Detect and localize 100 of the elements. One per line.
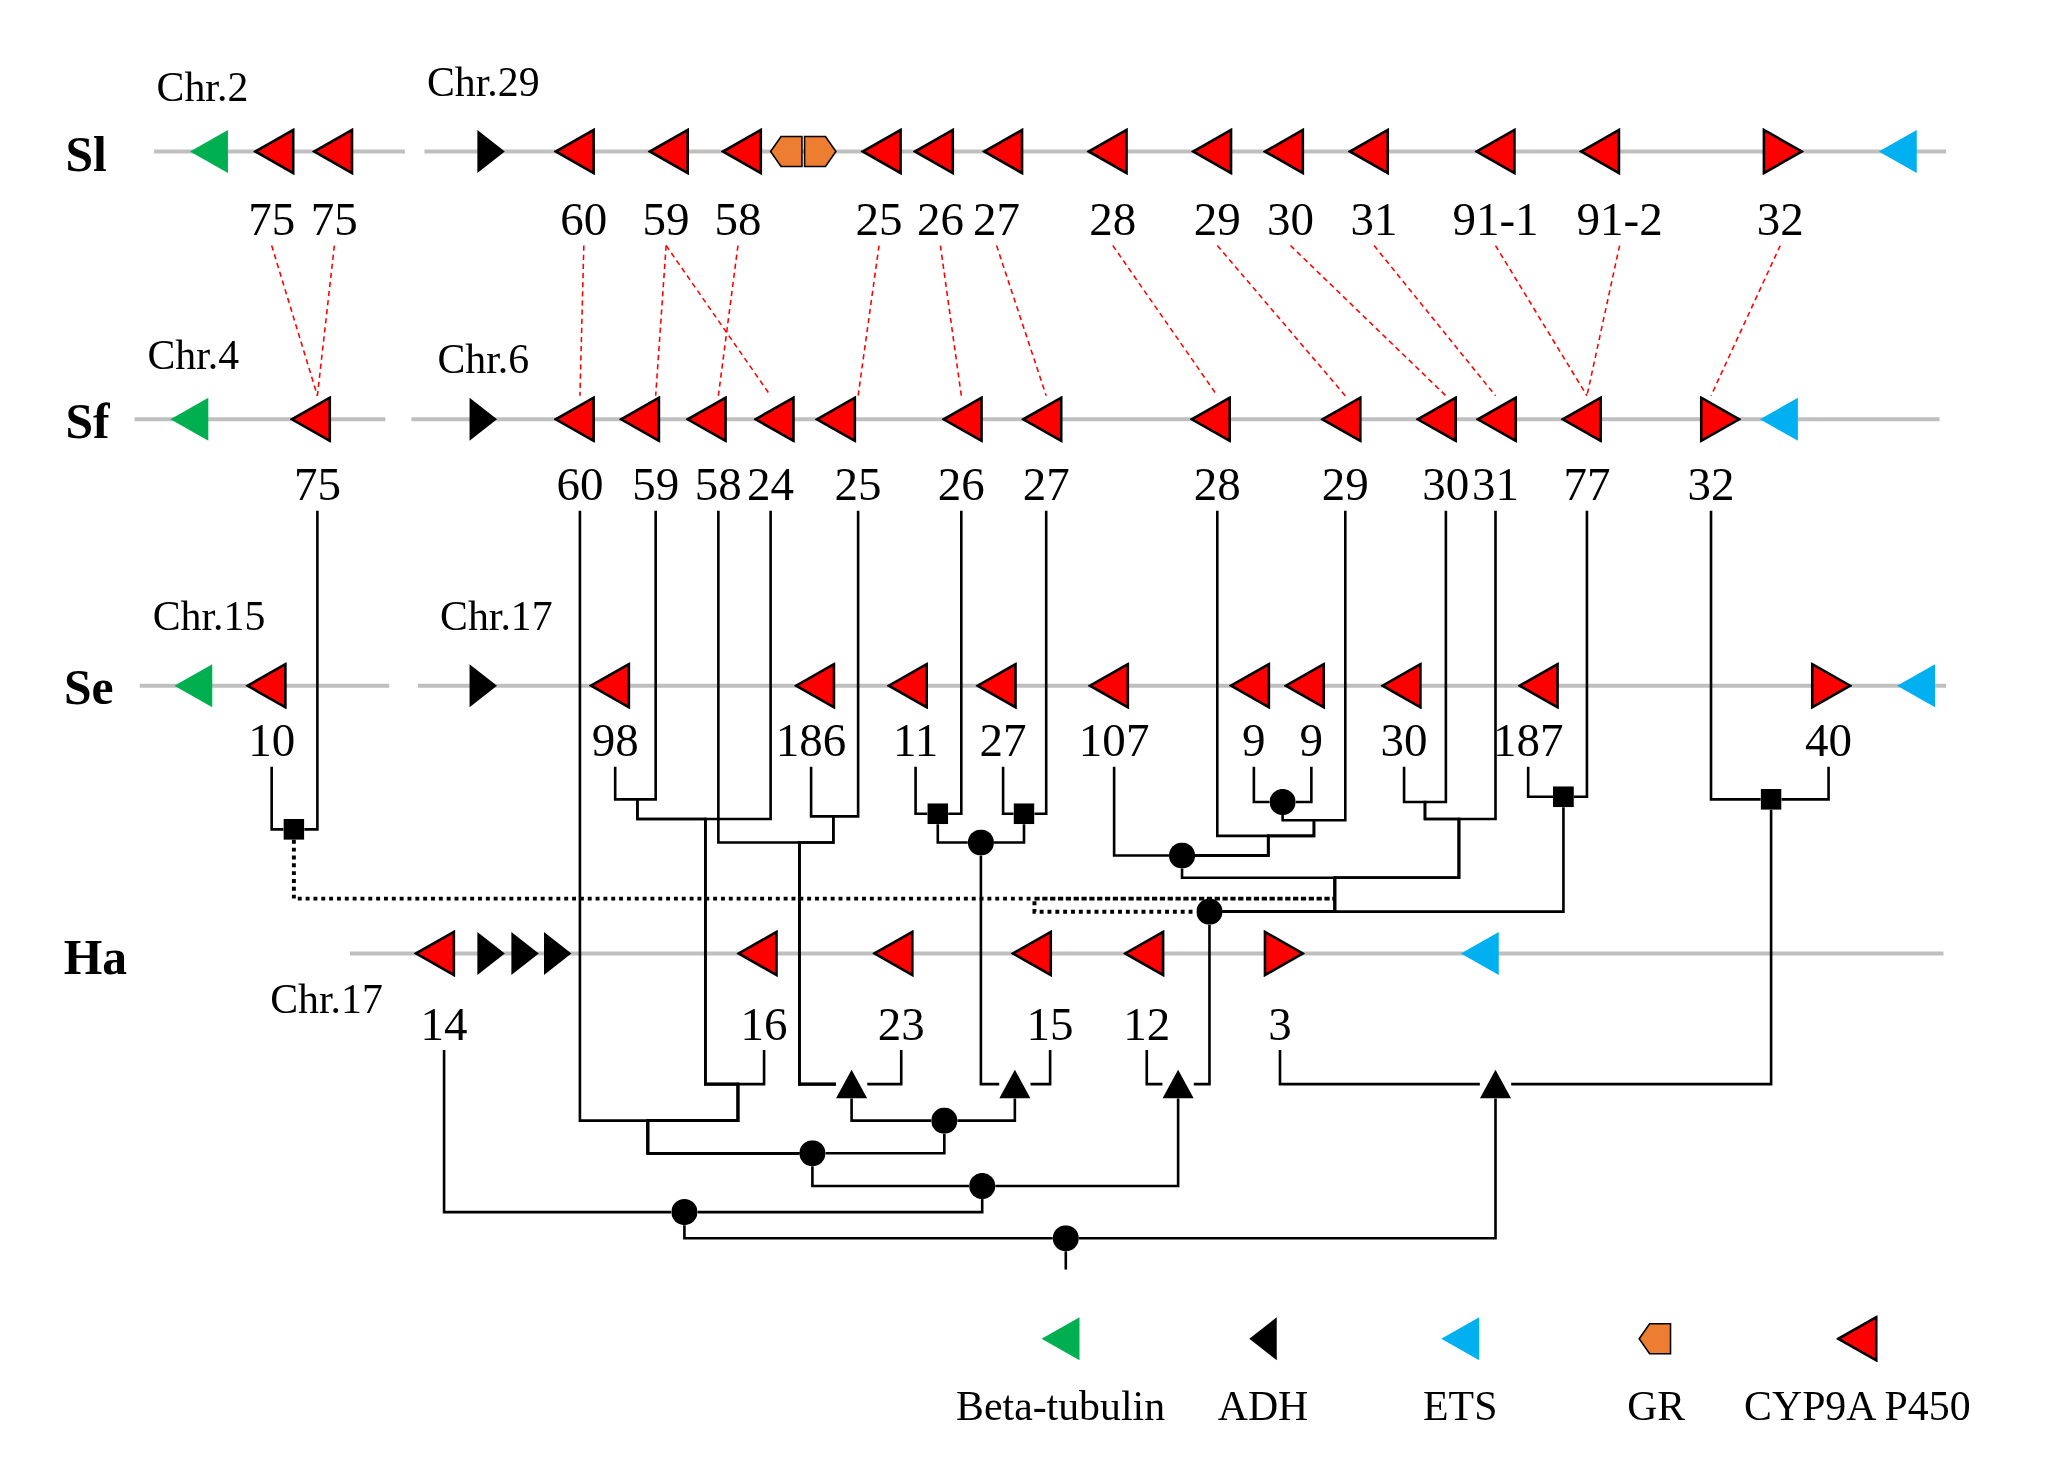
circle-node-marker: [931, 1107, 958, 1134]
dashed-link-line: [1216, 244, 1347, 397]
circle-node-marker: [1169, 842, 1196, 869]
triangle-node-marker: [835, 1069, 868, 1099]
species-label: Ha: [63, 928, 128, 987]
circle-node-marker: [1052, 1225, 1079, 1252]
tree-branch-line: [993, 824, 1026, 844]
gene-number: 58: [714, 193, 762, 246]
tree-branch-line: [957, 1098, 1017, 1122]
gene-number: 30: [1422, 458, 1470, 511]
gene-arrow-icon: [542, 929, 574, 977]
tree-branch-line: [948, 510, 963, 815]
gene-number: 31: [1472, 458, 1519, 511]
gene-number: 29: [1193, 193, 1241, 246]
species-label: Se: [64, 658, 114, 716]
dashed-link-line: [1289, 244, 1447, 397]
gene-number: 77: [1563, 458, 1611, 511]
gene-number: 58: [694, 458, 742, 511]
tree-branch-line: [683, 1225, 1053, 1240]
tree-branch-line: [1112, 766, 1169, 857]
circle-node-marker: [969, 1172, 996, 1199]
gene-number: 30: [1380, 714, 1428, 767]
dashed-link-line: [995, 244, 1047, 397]
gene-arrow-icon: [1895, 662, 1937, 710]
dashed-link-line: [316, 244, 336, 397]
gene-number: 91-2: [1576, 193, 1663, 246]
gene-arrow-icon: [475, 929, 507, 977]
circle-node-marker: [799, 1140, 826, 1167]
gene-number: 187: [1492, 714, 1564, 767]
tree-branch-line: [1295, 766, 1313, 804]
gene-arrow-icon: [467, 395, 499, 443]
gene-number: 26: [937, 458, 985, 511]
tree-branch-line: [1511, 809, 1773, 1086]
tree-branch-line: [1781, 766, 1830, 801]
dashed-link-line: [270, 244, 319, 397]
gene-number: 32: [1756, 193, 1804, 246]
dashed-link-line: [1586, 244, 1621, 397]
triangle-node-marker: [1162, 1069, 1194, 1099]
gene-number: 60: [560, 193, 608, 246]
gene-number: 75: [310, 193, 358, 246]
gene-number: 25: [834, 458, 882, 511]
species-label: Sl: [65, 125, 107, 183]
tree-branch-line: [1078, 1098, 1497, 1240]
gene-number: 27: [979, 714, 1027, 767]
dashed-link-line: [717, 244, 739, 397]
gene-number: 59: [632, 458, 680, 511]
gene-number: 16: [740, 997, 788, 1051]
chromosome-label: Chr.2: [156, 63, 249, 112]
dashed-link-line: [1373, 244, 1497, 397]
tree-branch-line: [936, 824, 968, 844]
gene-number: 28: [1089, 193, 1137, 246]
gene-number: 29: [1321, 458, 1369, 511]
gene-number: 59: [642, 193, 690, 246]
gene-number: 60: [556, 458, 604, 511]
gene-number: 91-1: [1452, 193, 1539, 246]
chromosome-label: Chr.29: [426, 58, 540, 107]
gene-number: 75: [293, 458, 341, 511]
square-node-marker: [1553, 786, 1574, 808]
gene-arrow-icon: [168, 395, 211, 443]
triangle-node-marker: [1479, 1069, 1512, 1099]
dashed-link-line: [654, 244, 667, 397]
tree-branch-line: [442, 1050, 672, 1214]
tree-branch-line: [1526, 766, 1553, 799]
gene-number: 27: [1022, 458, 1070, 511]
tree-branch-line: [1195, 510, 1270, 857]
chromosome-label: Chr.17: [440, 592, 553, 641]
gene-number: 31: [1350, 193, 1398, 246]
dashed-link-line: [1112, 244, 1219, 397]
gene-number: 186: [775, 714, 847, 767]
legend-label: CYP9A P450: [1744, 1382, 1971, 1431]
gene-arrow-icon: [172, 662, 215, 710]
gene-number: 24: [747, 458, 795, 511]
circle-node-marker: [671, 1199, 698, 1226]
tree-branch-line: [1278, 1050, 1480, 1086]
gene-number: 107: [1078, 714, 1150, 767]
legend-label: ETS: [1423, 1382, 1498, 1431]
tree-branch-line: [578, 510, 800, 1155]
square-node-marker: [1013, 803, 1035, 825]
gene-pair-icon: [769, 134, 838, 169]
tree-branch-line: [697, 1199, 984, 1214]
triangle-node-marker: [999, 1069, 1031, 1099]
chromosome-label: Chr.4: [147, 331, 240, 380]
gene-arrow-icon: [475, 128, 507, 175]
gene-number: 11: [892, 714, 939, 767]
chromosome-label: Chr.6: [437, 335, 530, 384]
tree-branch-line: [1064, 1251, 1068, 1270]
chromosome-label: Chr.17: [270, 975, 383, 1024]
gene-number: 40: [1805, 714, 1853, 767]
gene-number: 9: [1299, 714, 1324, 767]
tree-branch-line: [1145, 1050, 1163, 1086]
gene-number: 28: [1193, 458, 1241, 511]
tree-branch-line: [270, 766, 284, 831]
species-label: Sf: [65, 392, 110, 450]
tree-branch-line: [1222, 807, 1565, 913]
gene-number: 12: [1123, 997, 1171, 1051]
circle-node-marker: [1269, 788, 1296, 815]
dashed-link-line: [1710, 244, 1782, 397]
gene-number: 14: [420, 997, 468, 1051]
tree-branch-line: [1709, 510, 1761, 801]
dashed-link-line: [857, 244, 880, 397]
